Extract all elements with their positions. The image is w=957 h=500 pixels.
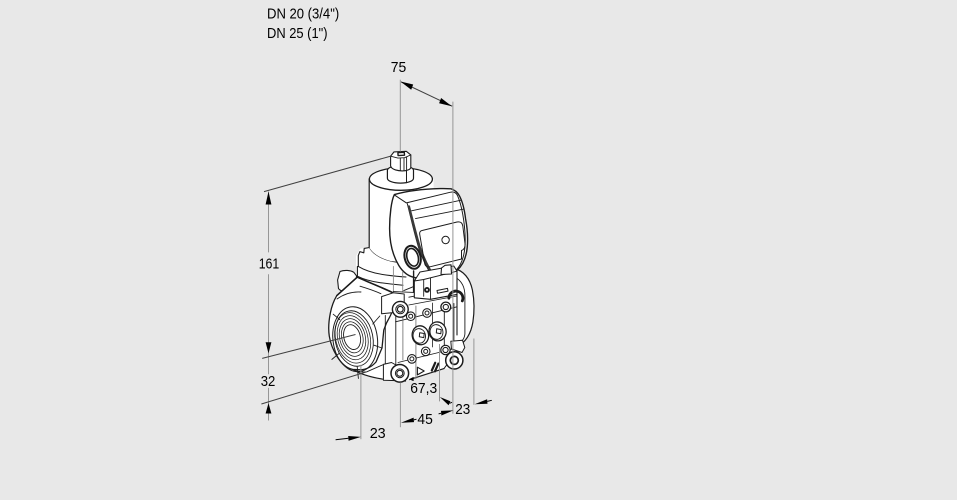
svg-text:67,3: 67,3 [410, 380, 437, 397]
svg-text:75: 75 [391, 59, 407, 76]
svg-text:161: 161 [259, 256, 280, 273]
svg-text:23: 23 [370, 425, 386, 442]
svg-text:23: 23 [455, 401, 470, 418]
svg-text:DN 25 (1"): DN 25 (1") [267, 25, 328, 42]
svg-text:DN 20 (3/4"): DN 20 (3/4") [267, 5, 339, 22]
svg-text:32: 32 [261, 373, 276, 390]
svg-text:45: 45 [417, 411, 432, 428]
